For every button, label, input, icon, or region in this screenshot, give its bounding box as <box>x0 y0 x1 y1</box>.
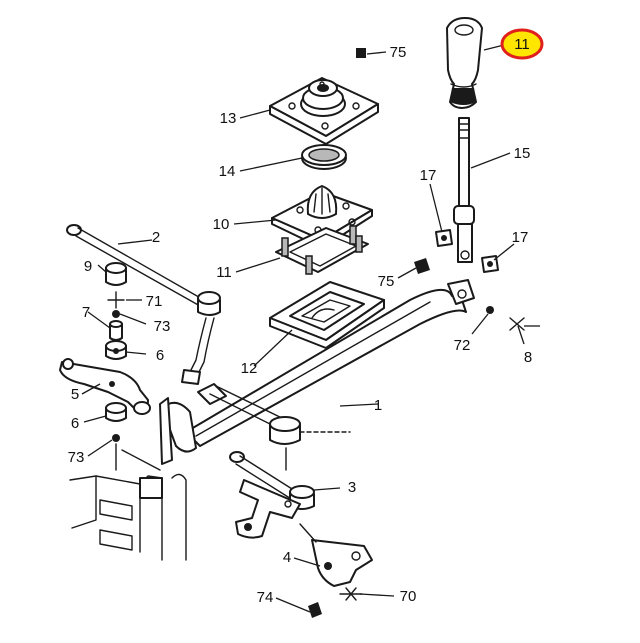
sleeve-7[interactable] <box>109 320 123 341</box>
transmission-housing <box>69 443 187 561</box>
callout-2[interactable]: 2 <box>152 229 160 246</box>
callout-73-lower[interactable]: 73 <box>68 449 85 466</box>
washer-72[interactable] <box>486 306 494 314</box>
lever-arm-5[interactable] <box>59 358 151 415</box>
callout-8[interactable]: 8 <box>524 349 532 366</box>
leader-lines <box>81 43 540 613</box>
callout-13[interactable]: 11 <box>216 264 232 281</box>
washer-73-lower[interactable] <box>112 434 120 442</box>
callout-12[interactable]: 10 <box>213 216 230 233</box>
nut-6-lower[interactable] <box>105 402 127 422</box>
square-nut-75-mid[interactable] <box>414 258 430 274</box>
shift-lever[interactable] <box>453 117 475 263</box>
callout-9[interactable]: 9 <box>84 258 92 275</box>
callout-72[interactable]: 72 <box>454 337 471 354</box>
square-nut-74[interactable] <box>308 602 322 618</box>
callout-16[interactable]: 14 <box>219 163 236 180</box>
gasket[interactable] <box>275 225 369 275</box>
callout-1[interactable]: 1 <box>374 397 382 414</box>
callout-74[interactable]: 74 <box>257 589 274 606</box>
top-housing[interactable] <box>269 77 379 145</box>
callout-10[interactable]: 15 <box>514 145 531 162</box>
callout-6-lower[interactable]: 6 <box>71 415 79 432</box>
callout-5[interactable]: 5 <box>71 386 79 403</box>
seal-ring[interactable] <box>301 144 347 170</box>
base-cup[interactable] <box>269 281 385 349</box>
callout-17-right[interactable]: 17 <box>512 229 529 246</box>
upper-link-rod[interactable] <box>66 224 221 385</box>
callout-75-mid[interactable]: 75 <box>378 273 395 290</box>
highlight-ring-11 <box>500 28 544 60</box>
callout-6-upper[interactable]: 6 <box>156 347 164 364</box>
clip-8[interactable] <box>509 317 525 331</box>
callout-7[interactable]: 7 <box>82 304 90 321</box>
callout-71[interactable]: 71 <box>146 293 163 310</box>
ball-joint-plate[interactable] <box>271 185 373 249</box>
callout-75-top[interactable]: 75 <box>390 44 407 61</box>
nut-6-upper[interactable] <box>105 340 127 360</box>
clip-70[interactable] <box>339 587 363 601</box>
shift-knob[interactable] <box>446 17 483 109</box>
selector-rod[interactable] <box>159 279 475 465</box>
mounting-bracket[interactable] <box>235 479 301 539</box>
bushing-9[interactable] <box>105 262 127 286</box>
pin-71[interactable] <box>107 291 125 309</box>
washer-73-upper[interactable] <box>112 310 120 318</box>
square-nut-75-top[interactable] <box>356 48 366 58</box>
callout-73-upper[interactable]: 73 <box>154 318 171 335</box>
callout-11[interactable]: 11 <box>514 36 530 53</box>
pivot-bolt-left[interactable] <box>435 229 453 247</box>
callout-15[interactable]: 13 <box>220 110 237 127</box>
front-pivot-bushing[interactable] <box>269 416 351 471</box>
callout-labels: 75 13 14 10 11 12 2 9 71 7 73 6 5 6 73 1… <box>68 36 533 606</box>
callout-4[interactable]: 4 <box>283 549 291 566</box>
callout-3[interactable]: 3 <box>348 479 356 496</box>
callout-14[interactable]: 12 <box>241 360 258 377</box>
callout-17-left[interactable]: 17 <box>420 167 437 184</box>
callout-70[interactable]: 70 <box>400 588 417 605</box>
lower-bracket[interactable] <box>299 523 373 587</box>
